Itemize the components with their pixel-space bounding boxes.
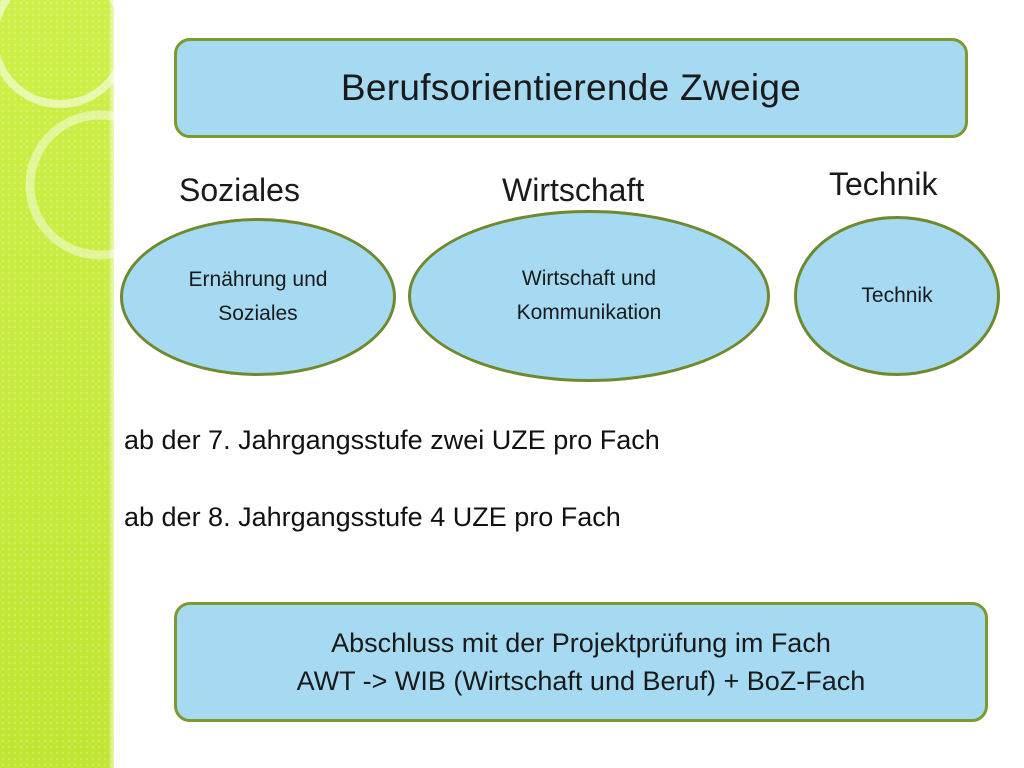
info-line-grade-8: ab der 8. Jahrgangsstufe 4 UZE pro Fach [124, 502, 621, 532]
ellipse-label: Ernährung und Soziales [188, 268, 328, 325]
heading-soziales: Soziales [179, 172, 300, 208]
decorative-side-band [0, 0, 114, 768]
conclusion-line-1: Abschluss mit der Projektprüfung im Fach [331, 628, 831, 658]
ellipse-wirtschaft-kommunikation: Wirtschaft und Kommunikation [408, 210, 770, 382]
decorative-band-edge [108, 0, 116, 768]
ellipse-technik: Technik [794, 216, 1000, 376]
heading-technik: Technik [829, 166, 938, 202]
conclusion-box: Abschluss mit der Projektprüfung im Fach… [174, 602, 988, 722]
conclusion-line-2: AWT -> WIB (Wirtschaft und Beruf) + BoZ-… [296, 666, 866, 696]
ellipse-label: Wirtschaft und Kommunikation [516, 267, 662, 324]
decorative-rings [0, 0, 130, 260]
ellipse-ernaehrung-soziales: Ernährung und Soziales [120, 218, 396, 376]
info-line-grade-7: ab der 7. Jahrgangsstufe zwei UZE pro Fa… [124, 425, 660, 455]
ellipse-label: Technik [861, 284, 933, 307]
slide-title: Berufsorientierende Zweige [340, 67, 802, 108]
title-box: Berufsorientierende Zweige [174, 38, 968, 138]
heading-wirtschaft: Wirtschaft [502, 172, 645, 208]
